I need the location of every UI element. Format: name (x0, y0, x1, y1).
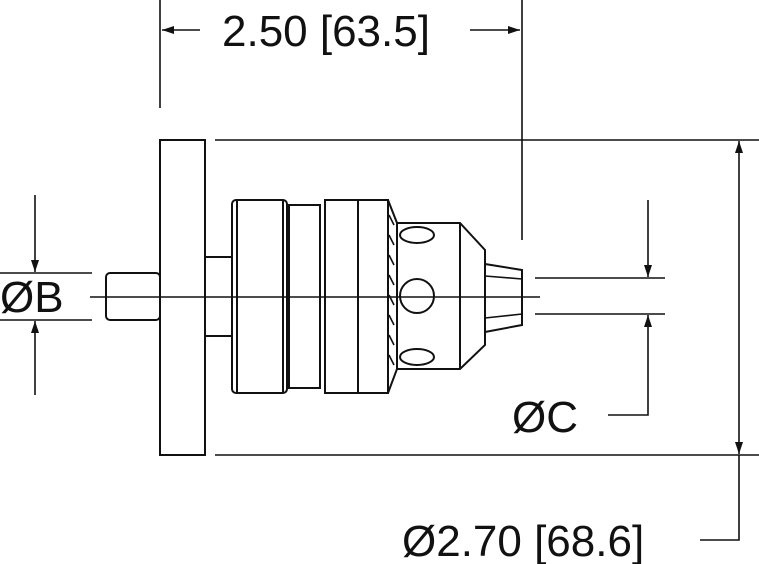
overall-diameter-label: Ø2.70 [68.6] (402, 517, 644, 564)
key-hole-top (399, 226, 435, 244)
length-label: 2.50 [63.5] (222, 7, 430, 56)
diameter-c-dimension: ØC (512, 200, 665, 442)
chuck-nose (397, 222, 486, 370)
length-dimension: 2.50 [63.5] (159, 0, 523, 240)
overall-diameter-dimension: Ø2.70 [68.6] (215, 139, 759, 564)
diameter-c-label: ØC (512, 393, 578, 442)
key-hole-bottom (399, 348, 435, 366)
knurled-taper (387, 199, 398, 394)
diameter-b-label: ØB (0, 273, 64, 322)
key-hole-center (399, 278, 435, 314)
part-outline (90, 139, 540, 456)
diameter-b-dimension: ØB (0, 195, 92, 395)
jaws (484, 263, 523, 333)
knurl-marks (388, 214, 395, 366)
